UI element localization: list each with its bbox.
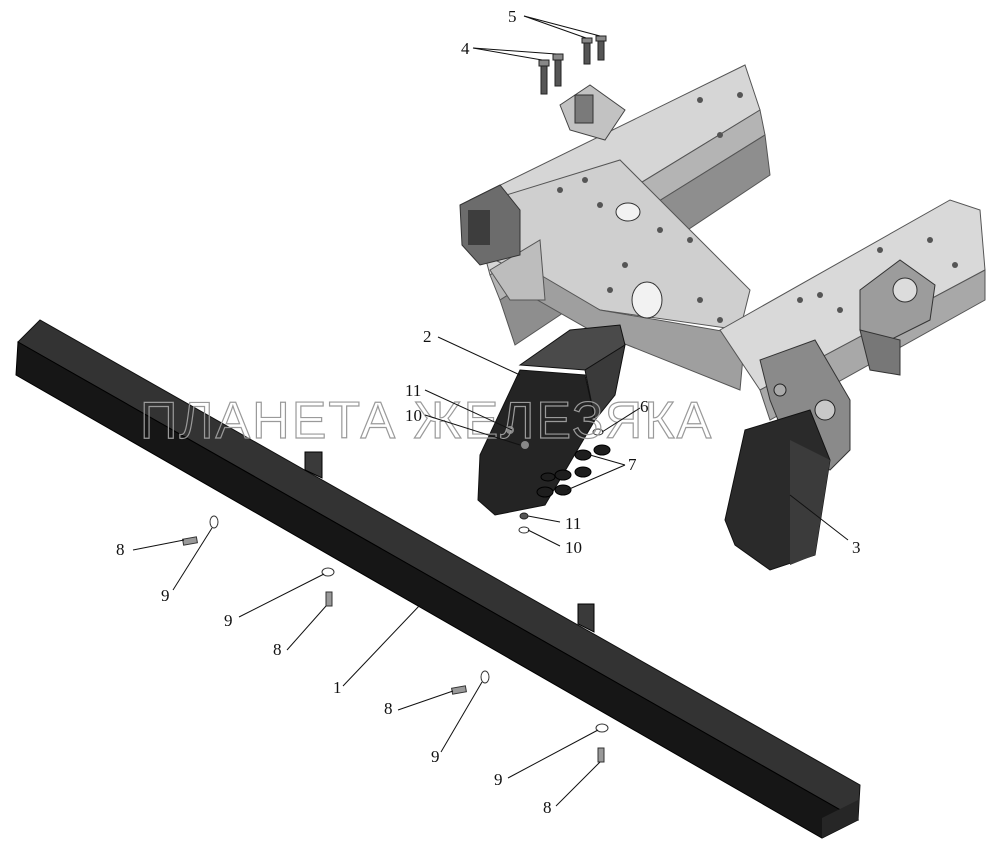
callout-11-top: 11: [405, 381, 421, 400]
callout-6: 6: [640, 397, 649, 416]
callout-3: 3: [852, 538, 861, 557]
callout-9-d: 9: [494, 770, 503, 789]
callout-10-top: 10: [405, 406, 422, 425]
bolts-top: [538, 35, 607, 95]
callout-11-bottom: 11: [565, 514, 581, 533]
callout-10-bottom: 10: [565, 538, 582, 557]
part-2-bracket: [477, 324, 626, 516]
callout-8-b: 8: [273, 640, 282, 659]
callout-8-a: 8: [116, 540, 125, 559]
watermark-text: ПЛАНЕТА ЖЕЛЕЗЯКА: [140, 392, 713, 450]
callout-9-c: 9: [431, 747, 440, 766]
part-3-bracket: [724, 339, 851, 571]
callout-9-a: 9: [161, 586, 170, 605]
callout-1: 1: [333, 678, 342, 697]
callouts: 5 4 2 11 10 6 7 11 10 3 1 8 9 9 8 8 9 9 …: [116, 7, 861, 817]
fastener-group: [518, 428, 611, 534]
callout-9-b: 9: [224, 611, 233, 630]
callout-4: 4: [461, 39, 470, 58]
callout-2: 2: [423, 327, 432, 346]
callout-7: 7: [628, 455, 637, 474]
leader-lines: [132, 15, 849, 807]
callout-5: 5: [508, 7, 517, 26]
callout-8-d: 8: [543, 798, 552, 817]
callout-8-c: 8: [384, 699, 393, 718]
part-1-bumper-beam: [15, 319, 861, 839]
bolts-lower: [182, 515, 609, 763]
